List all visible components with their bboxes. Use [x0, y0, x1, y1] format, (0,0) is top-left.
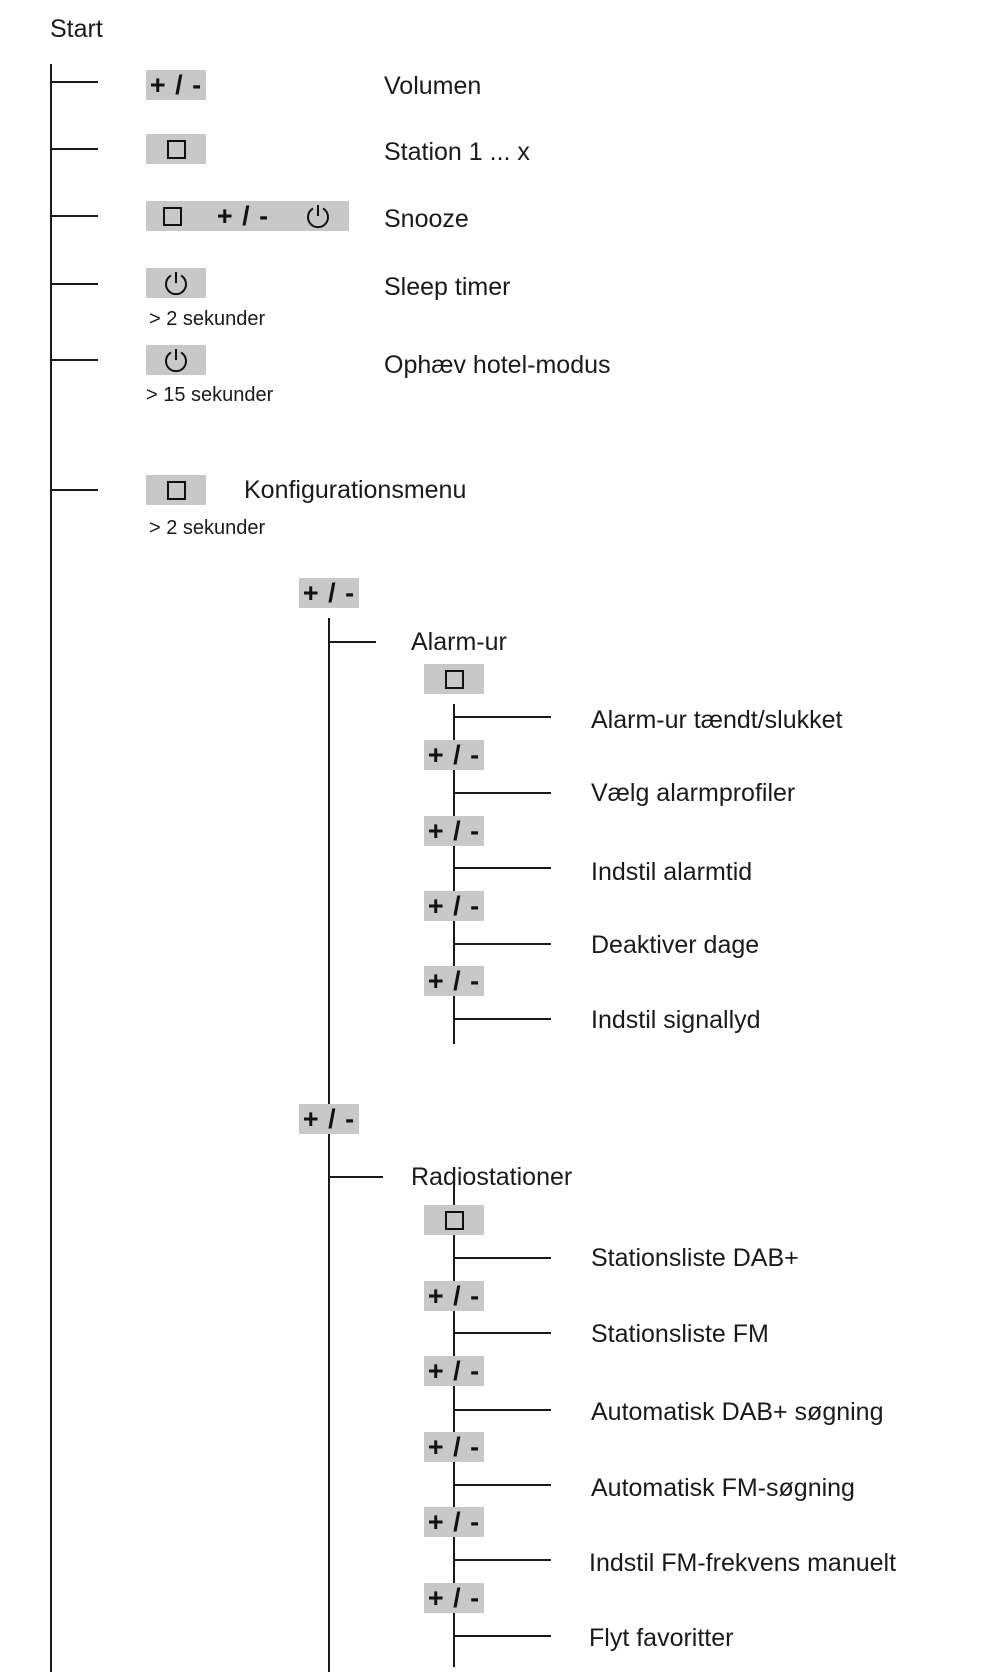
branch-line — [453, 1257, 551, 1259]
main-trunk-line — [50, 64, 52, 1672]
volume-label: Volumen — [384, 72, 482, 100]
alarm-item: Indstil alarmtid — [591, 858, 753, 886]
branch-line — [50, 215, 98, 217]
station-label: Station 1 ... x — [384, 138, 530, 166]
square-button-icon — [444, 669, 464, 689]
hotel-power-button[interactable] — [146, 345, 206, 375]
plus-minus-button[interactable]: + / - — [299, 578, 359, 608]
sleep-note: > 2 sekunder — [149, 308, 266, 330]
plus-minus-button[interactable]: + / - — [424, 891, 484, 921]
branch-line — [328, 1176, 383, 1178]
branch-line — [453, 943, 551, 945]
radio-item: Stationsliste DAB+ — [591, 1244, 799, 1272]
start-label: Start — [50, 15, 103, 43]
radio-item: Indstil FM-frekvens manuelt — [589, 1549, 897, 1577]
plus-minus-button[interactable]: + / - — [424, 1432, 484, 1462]
alarm-item: Indstil signallyd — [591, 1006, 761, 1034]
radio-item: Flyt favoritter — [589, 1624, 734, 1652]
sleep-timer-label: Sleep timer — [384, 273, 511, 301]
snooze-label: Snooze — [384, 205, 469, 233]
branch-line — [50, 81, 98, 83]
branch-line — [453, 1409, 551, 1411]
branch-line — [50, 359, 98, 361]
branch-line — [453, 1559, 551, 1561]
plus-minus-button[interactable]: + / - — [424, 1583, 484, 1613]
square-button-icon — [166, 480, 186, 500]
branch-line — [453, 1018, 551, 1020]
square-button-icon — [163, 206, 183, 226]
plus-minus-button[interactable]: + / - — [424, 740, 484, 770]
radio-connector-line — [453, 1182, 455, 1205]
plus-minus-button[interactable]: + / - — [424, 816, 484, 846]
sleep-power-button[interactable] — [146, 268, 206, 298]
plus-minus-text: + / - — [216, 200, 270, 231]
hotel-note: > 15 sekunder — [146, 384, 274, 406]
alarm-select-button[interactable] — [424, 664, 484, 694]
radio-select-button[interactable] — [424, 1205, 484, 1235]
plus-minus-button[interactable]: + / - — [299, 1104, 359, 1134]
branch-line — [50, 489, 98, 491]
alarm-item: Deaktiver dage — [591, 931, 760, 959]
plus-minus-button[interactable]: + / - — [424, 966, 484, 996]
branch-line — [453, 1635, 551, 1637]
branch-line — [453, 1484, 551, 1486]
radio-item: Automatisk DAB+ søgning — [591, 1398, 884, 1426]
config-trunk-line — [328, 618, 330, 1672]
radio-title: Radiostationer — [411, 1163, 573, 1191]
branch-line — [453, 867, 551, 869]
square-button-icon — [166, 139, 186, 159]
branch-line — [328, 641, 376, 643]
power-icon — [165, 272, 187, 296]
config-note: > 2 sekunder — [149, 517, 266, 539]
power-icon — [165, 349, 187, 373]
alarm-trunk-line — [453, 704, 455, 1044]
branch-line — [453, 716, 551, 718]
station-button[interactable] — [146, 134, 206, 164]
alarm-item: Alarm-ur tændt/slukket — [591, 706, 843, 734]
branch-line — [50, 148, 98, 150]
config-menu-label: Konfigurationsmenu — [244, 476, 467, 504]
square-button-icon — [444, 1210, 464, 1230]
hotel-mode-label: Ophæv hotel-modus — [384, 351, 611, 379]
config-button[interactable] — [146, 475, 206, 505]
plus-minus-button[interactable]: + / - — [424, 1281, 484, 1311]
alarm-item: Vælg alarmprofiler — [591, 779, 796, 807]
plus-minus-button[interactable]: + / - — [424, 1507, 484, 1537]
radio-item: Automatisk FM-søgning — [591, 1474, 855, 1502]
snooze-button-group[interactable]: + / - — [146, 201, 349, 231]
power-icon — [306, 205, 329, 229]
alarm-title: Alarm-ur — [411, 628, 507, 656]
branch-line — [453, 792, 551, 794]
radio-item: Stationsliste FM — [591, 1320, 769, 1348]
plus-minus-button[interactable]: + / - — [146, 70, 206, 100]
branch-line — [50, 283, 98, 285]
plus-minus-button[interactable]: + / - — [424, 1356, 484, 1386]
branch-line — [453, 1332, 551, 1334]
